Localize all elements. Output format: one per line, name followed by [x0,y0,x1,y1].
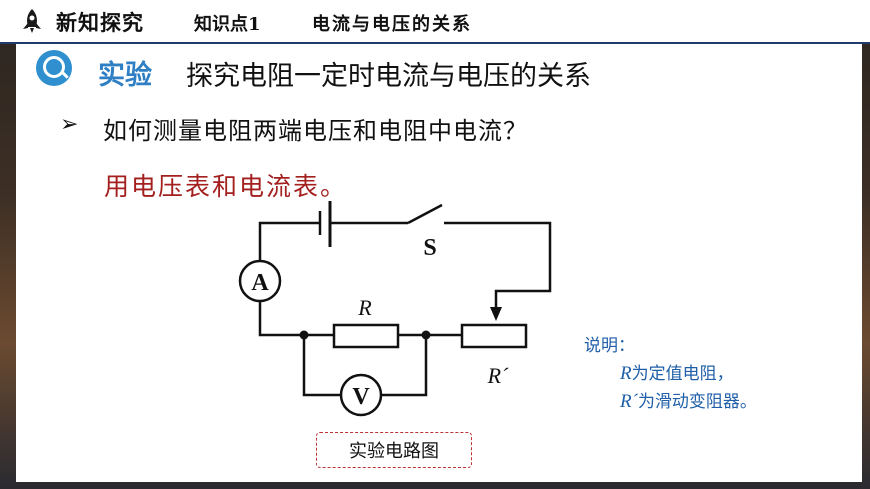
voltmeter [339,373,383,417]
wire-top-left [258,221,320,261]
section-title: 新知探究 [56,10,144,35]
junction-right [421,330,431,340]
note-line-2: R´为滑动变阻器。 [620,388,757,416]
slider-arrow [490,307,502,321]
voltmeter-label: V [352,384,370,410]
magnifier-icon [36,50,72,86]
wire-voltmeter-left [302,335,340,397]
rocket-icon [23,9,41,33]
diagram-caption: 实验电路图 [316,432,472,468]
experiment-tag: 实验 [98,60,152,91]
switch-label: S [423,235,436,261]
resistor-label: R [357,295,372,320]
junction-left [299,330,309,340]
experiment-title: 探究电阻一定时电流与电压的关系 [186,61,591,92]
note-line-1: R为定值电阻， [620,360,734,388]
ammeter-label: A [251,270,269,296]
rheostat-label: R´ [487,363,509,388]
note-title: 说明： [584,336,635,356]
circuit-diagram: A V S R R´ [238,201,552,417]
switch-lever [407,203,443,225]
rheostat [460,323,528,349]
note-text-1: 为定值电阻， [631,364,734,384]
arrow-bullet-icon: ➢ [60,112,79,137]
question-text: 如何测量电阻两端电压和电阻中电流？ [103,117,528,145]
ammeter [238,259,282,303]
note-symbol-r-prime: R´ [620,391,638,412]
knowledge-point-label: 知识点1 [194,14,261,35]
content-card [16,44,862,482]
wire-top-right [444,221,552,307]
header-bar: 新知探究 知识点1 电流与电压的关系 [0,0,870,44]
note-text-2: 为滑动变阻器。 [637,392,757,412]
wire-voltmeter-right [382,335,428,397]
wire-left-down [258,301,304,337]
answer-text: 用电压表和电流表。 [104,172,348,201]
topic-title: 电流与电压的关系 [312,14,472,35]
note-symbol-r: R [620,363,632,384]
resistor-r [332,323,400,349]
